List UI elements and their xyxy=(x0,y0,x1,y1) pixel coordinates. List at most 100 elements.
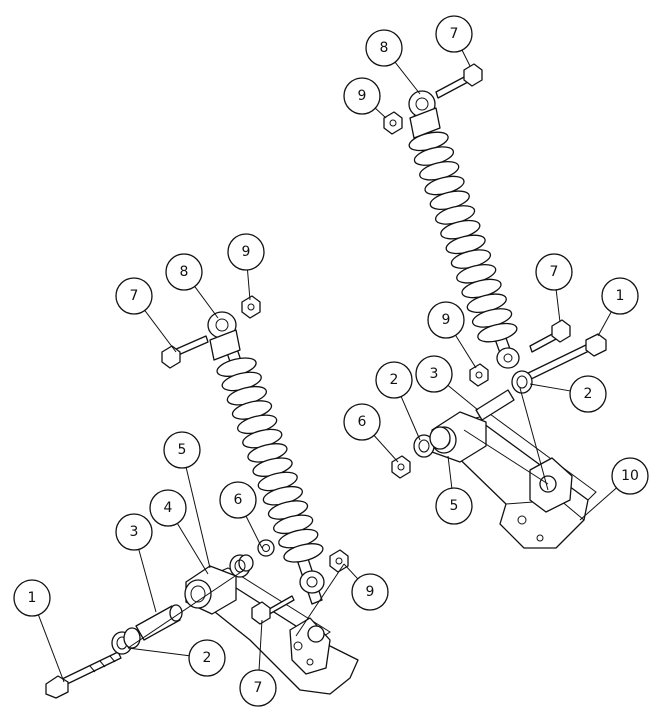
right-bolt-7-upper xyxy=(435,63,483,99)
left-bolt-7-lower xyxy=(251,595,295,625)
leader-line xyxy=(447,385,479,411)
callout-circle xyxy=(611,457,649,495)
callout-b1: 1 xyxy=(601,277,639,315)
leader-line xyxy=(176,523,209,575)
left-bolt-1 xyxy=(45,651,122,699)
callout-b9b: 9 xyxy=(427,301,465,339)
callout-b2a: 2 xyxy=(375,361,413,399)
right-shock-absorber xyxy=(408,90,520,369)
leader-line xyxy=(519,387,549,491)
callout-a2: 2 xyxy=(188,639,226,677)
leader-line xyxy=(455,334,477,369)
spring-coil xyxy=(477,322,518,343)
callout-circle xyxy=(535,253,573,291)
leader-line xyxy=(185,467,211,569)
callout-number: 1 xyxy=(28,590,37,606)
callout-a3: 3 xyxy=(115,513,153,551)
right-bushing-2-lower xyxy=(413,426,451,458)
callout-number: 4 xyxy=(164,500,173,516)
leader-line xyxy=(597,311,612,337)
leader-line xyxy=(127,569,245,649)
leader-line xyxy=(194,286,219,319)
callout-circle xyxy=(219,481,257,519)
callout-b7a: 7 xyxy=(435,15,473,53)
left-nut-9-lower xyxy=(329,549,349,573)
callout-circle xyxy=(13,579,51,617)
callout-a9b: 9 xyxy=(351,573,389,611)
callout-circle xyxy=(427,301,465,339)
leader-line xyxy=(144,310,177,353)
left-shock-absorber xyxy=(207,311,325,605)
leader-line xyxy=(373,435,399,463)
right-bolt-7-lower xyxy=(529,319,571,353)
callout-number: 2 xyxy=(584,386,593,402)
callout-number: 3 xyxy=(130,524,139,540)
callout-b3: 3 xyxy=(415,355,453,393)
leader-line xyxy=(579,487,617,521)
right-bushing-2-upper xyxy=(511,370,533,394)
callout-number: 8 xyxy=(380,40,389,56)
leader-line xyxy=(127,647,190,657)
callout-b8: 8 xyxy=(365,29,403,67)
callout-circle xyxy=(601,277,639,315)
callout-number: 7 xyxy=(254,680,263,696)
right-nut-6 xyxy=(391,455,411,479)
right-bolt-1 xyxy=(521,333,607,383)
leader-line xyxy=(37,614,65,683)
leader-line xyxy=(400,396,421,441)
left-nut-9-upper xyxy=(241,295,261,319)
callout-circle xyxy=(149,489,187,527)
callout-number: 6 xyxy=(358,414,367,430)
callout-circle xyxy=(435,15,473,53)
callout-a9a: 9 xyxy=(227,233,265,271)
callout-circle xyxy=(351,573,389,611)
left-assembly xyxy=(45,295,359,699)
callout-circle xyxy=(365,29,403,67)
callout-circle xyxy=(239,669,277,707)
callout-number: 3 xyxy=(430,366,439,382)
callout-circle xyxy=(165,253,203,291)
callout-number: 7 xyxy=(130,288,139,304)
callout-a1: 1 xyxy=(13,579,51,617)
right-sleeve-3 xyxy=(475,389,515,421)
callout-circle xyxy=(227,233,265,271)
callout-number: 2 xyxy=(203,650,212,666)
callout-number: 5 xyxy=(178,442,187,458)
leader-lines xyxy=(37,49,617,683)
callout-circle xyxy=(115,277,153,315)
leader-line xyxy=(463,429,549,485)
leader-line xyxy=(245,515,263,549)
callout-number: 8 xyxy=(180,264,189,280)
callout-circle xyxy=(343,403,381,441)
callout-circle xyxy=(569,375,607,413)
leader-line xyxy=(555,289,561,323)
callout-a7b: 7 xyxy=(239,669,277,707)
callout-number: 7 xyxy=(550,264,559,280)
leader-line xyxy=(529,383,571,392)
callout-a8: 8 xyxy=(165,253,203,291)
callout-number: 9 xyxy=(358,88,367,104)
callout-b6: 6 xyxy=(343,403,381,441)
callout-b7b: 7 xyxy=(535,253,573,291)
right-nut-9-upper xyxy=(383,111,403,135)
callout-circle xyxy=(343,77,381,115)
leader-line xyxy=(394,61,421,95)
callout-number: 10 xyxy=(621,468,639,484)
leader-line xyxy=(461,49,471,67)
leader-line xyxy=(447,455,453,489)
callout-a6: 6 xyxy=(219,481,257,519)
callout-circle xyxy=(435,487,473,525)
callout-b9a: 9 xyxy=(343,77,381,115)
callout-number: 9 xyxy=(242,244,251,260)
leader-line xyxy=(258,619,263,671)
left-washer-6 xyxy=(257,539,275,557)
callout-circle xyxy=(415,355,453,393)
callout-a4: 4 xyxy=(149,489,187,527)
right-nut-9-lower xyxy=(469,363,489,387)
callout-number: 2 xyxy=(390,372,399,388)
leader-line xyxy=(343,563,359,580)
leader-line xyxy=(138,549,157,613)
callout-circle xyxy=(163,431,201,469)
